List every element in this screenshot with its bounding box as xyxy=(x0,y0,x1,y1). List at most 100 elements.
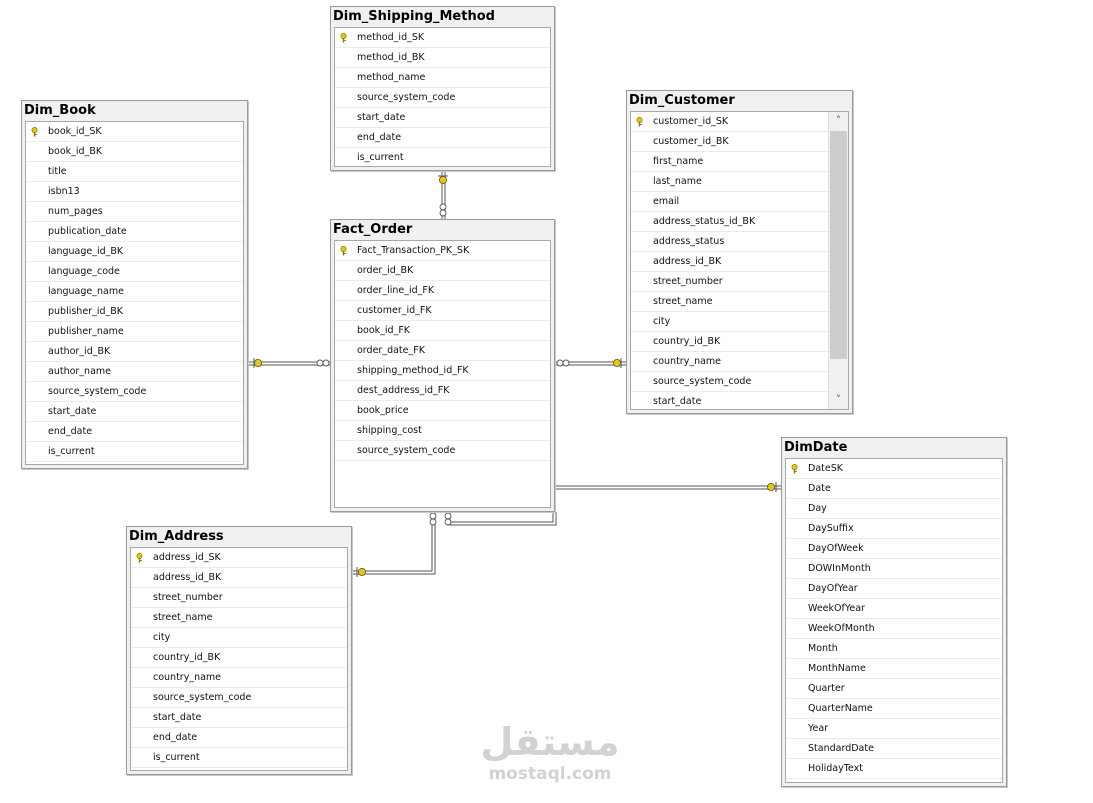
primary-key-column[interactable]: Fact_Transaction_PK_SK xyxy=(335,241,550,261)
column-row[interactable]: StandardDate xyxy=(786,739,1002,759)
column-row[interactable]: shipping_cost xyxy=(335,421,550,441)
column-row[interactable]: country_name xyxy=(631,352,829,372)
column-row[interactable]: source_system_code xyxy=(26,382,243,402)
column-row[interactable]: start_date xyxy=(26,402,243,422)
column-row[interactable]: address_id_BK xyxy=(131,568,347,588)
chevron-up-icon[interactable]: ˄ xyxy=(835,114,842,127)
column-row[interactable]: order_id_BK xyxy=(335,261,550,281)
column-row[interactable]: author_id_BK xyxy=(26,342,243,362)
column-row[interactable]: order_line_id_FK xyxy=(335,281,550,301)
column-row[interactable]: is_current xyxy=(26,442,243,462)
column-row[interactable]: start_date xyxy=(631,392,829,409)
primary-key-column[interactable]: method_id_SK xyxy=(335,28,550,48)
column-row[interactable]: customer_id_FK xyxy=(335,301,550,321)
column-row[interactable]: author_name xyxy=(26,362,243,382)
table-title[interactable]: Dim_Customer xyxy=(629,93,735,108)
column-row[interactable]: source_system_code xyxy=(631,372,829,392)
vertical-scrollbar[interactable]: ˄ ˅ xyxy=(828,112,848,409)
column-row[interactable]: country_name xyxy=(131,668,347,688)
column-name: source_system_code xyxy=(357,92,456,103)
table-title[interactable]: Dim_Book xyxy=(24,103,96,118)
table-title[interactable]: DimDate xyxy=(784,440,848,455)
column-row[interactable]: customer_id_BK xyxy=(631,132,829,152)
column-row[interactable]: HolidayText xyxy=(786,759,1002,779)
column-name: Month xyxy=(808,643,838,654)
column-row[interactable]: language_code xyxy=(26,262,243,282)
column-row[interactable]: dest_address_id_FK xyxy=(335,381,550,401)
column-row[interactable]: language_name xyxy=(26,282,243,302)
column-row[interactable]: Quarter xyxy=(786,679,1002,699)
column-row[interactable]: order_date_FK xyxy=(335,341,550,361)
column-row[interactable]: num_pages xyxy=(26,202,243,222)
column-row[interactable]: address_id_BK xyxy=(631,252,829,272)
column-row[interactable]: publication_date xyxy=(26,222,243,242)
column-row[interactable]: Date xyxy=(786,479,1002,499)
column-row[interactable]: DOWInMonth xyxy=(786,559,1002,579)
column-row[interactable]: city xyxy=(631,312,829,332)
column-row[interactable]: Year xyxy=(786,719,1002,739)
column-row[interactable]: book_price xyxy=(335,401,550,421)
column-row[interactable]: source_system_code xyxy=(335,88,550,108)
column-row[interactable]: city xyxy=(131,628,347,648)
column-row[interactable]: book_id_FK xyxy=(335,321,550,341)
column-row[interactable]: country_id_BK xyxy=(631,332,829,352)
table-title[interactable]: Fact_Order xyxy=(333,222,413,237)
primary-key-column[interactable]: book_id_SK xyxy=(26,122,243,142)
column-row[interactable]: source_system_code xyxy=(335,441,550,461)
table-title[interactable]: Dim_Address xyxy=(129,529,224,544)
column-row[interactable]: end_date xyxy=(335,128,550,148)
column-row[interactable]: book_id_BK xyxy=(26,142,243,162)
column-row[interactable]: isbn13 xyxy=(26,182,243,202)
column-row[interactable]: last_name xyxy=(631,172,829,192)
column-row[interactable]: is_current xyxy=(335,148,550,166)
column-row[interactable]: publisher_name xyxy=(26,322,243,342)
column-row[interactable]: title xyxy=(26,162,243,182)
column-row[interactable]: QuarterName xyxy=(786,699,1002,719)
key-icon xyxy=(636,112,645,132)
column-row[interactable]: MonthName xyxy=(786,659,1002,679)
column-row[interactable]: street_number xyxy=(131,588,347,608)
table-title[interactable]: Dim_Shipping_Method xyxy=(333,9,495,24)
column-row[interactable]: street_name xyxy=(631,292,829,312)
column-row[interactable]: country_id_BK xyxy=(131,648,347,668)
column-row[interactable]: street_number xyxy=(631,272,829,292)
column-row[interactable]: DayOfYear xyxy=(786,579,1002,599)
column-row[interactable]: DaySuffix xyxy=(786,519,1002,539)
column-row[interactable]: email xyxy=(631,192,829,212)
column-row[interactable]: end_date xyxy=(26,422,243,442)
column-row[interactable]: method_name xyxy=(335,68,550,88)
column-row[interactable]: end_date xyxy=(131,728,347,748)
column-row[interactable]: publisher_id_BK xyxy=(26,302,243,322)
key-icon xyxy=(340,241,349,261)
column-row[interactable]: start_date xyxy=(335,108,550,128)
column-row[interactable]: method_id_BK xyxy=(335,48,550,68)
primary-key-column[interactable]: DateSK xyxy=(786,459,1002,479)
column-row[interactable]: Day xyxy=(786,499,1002,519)
column-row[interactable]: first_name xyxy=(631,152,829,172)
column-row[interactable]: DayOfWeek xyxy=(786,539,1002,559)
primary-key-column[interactable]: address_id_SK xyxy=(131,548,347,568)
scroll-thumb[interactable] xyxy=(830,131,847,359)
chevron-down-icon[interactable]: ˅ xyxy=(835,393,842,406)
column-row[interactable]: shipping_method_id_FK xyxy=(335,361,550,381)
column-row[interactable]: source_system_code xyxy=(131,688,347,708)
column-row[interactable]: address_status_id_BK xyxy=(631,212,829,232)
column-row[interactable]: Month xyxy=(786,639,1002,659)
column-row[interactable]: is_current xyxy=(131,748,347,768)
column-row[interactable]: language_id_BK xyxy=(26,242,243,262)
column-row[interactable]: address_status xyxy=(631,232,829,252)
primary-key-column[interactable]: customer_id_SK xyxy=(631,112,829,132)
column-row[interactable]: start_date xyxy=(131,708,347,728)
column-row[interactable]: WeekOfMonth xyxy=(786,619,1002,639)
column-row[interactable]: WeekOfYear xyxy=(786,599,1002,619)
column-name: DateSK xyxy=(808,463,843,474)
column-name: is_current xyxy=(153,752,200,763)
column-row[interactable]: street_name xyxy=(131,608,347,628)
column-name: start_date xyxy=(48,406,97,417)
